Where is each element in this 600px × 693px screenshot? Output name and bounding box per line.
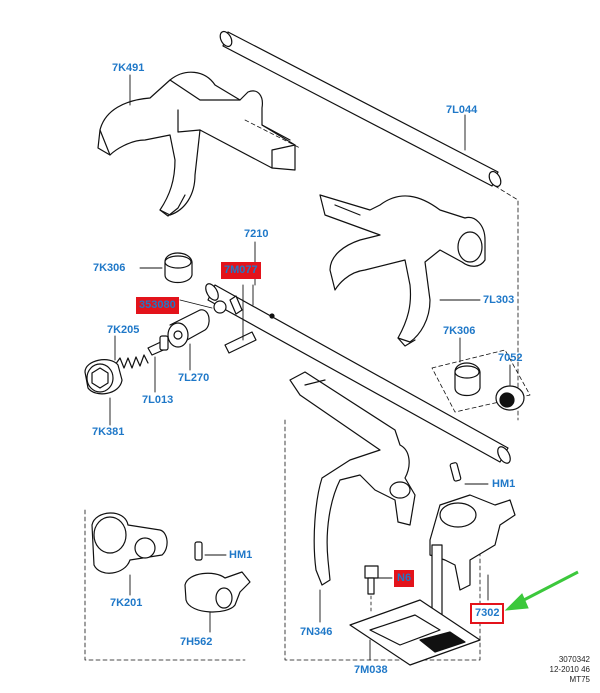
reference-number: 3070342 [558,655,590,664]
label-7052: 7052 [498,352,523,364]
label-7M038: 7M038 [354,664,388,676]
reference-date: 12-2010 46 [549,665,590,674]
label-7L013: 7L013 [142,394,174,406]
pin-HM1-right [449,462,462,482]
label-7K306-upper: 7K306 [93,262,126,274]
label-7N346: 7N346 [300,626,333,638]
selector-lever-7302 [429,494,516,616]
plunger-7L013 [147,335,169,356]
spring-7K205 [114,354,149,369]
selector-housing-7K201 [91,512,168,574]
pin-HM1-left [194,541,203,561]
label-7K205: 7K205 [107,324,140,336]
bolt-N6 [364,565,379,595]
plug-7L270 [167,309,210,348]
label-7L303: 7L303 [483,294,515,306]
selector-finger-7H562 [184,571,251,613]
reference-block: 3070342 12-2010 46 MT75 [500,655,590,685]
label-353080: 353080 [136,297,179,314]
shift-fork-7L303 [319,194,486,347]
shift-fork-7K491 [97,71,296,217]
bushing-7K306-lower [454,362,481,397]
label-HM1-right: HM1 [492,478,516,490]
oil-seal-7052 [495,385,525,411]
bushing-7K306-upper [164,252,193,284]
label-7K491: 7K491 [112,62,145,74]
label-7K306-lower: 7K306 [443,325,476,337]
roll-pin-7M077 [224,331,257,354]
label-HM1-left: HM1 [229,549,253,561]
detent-ball-353080 [213,300,227,314]
label-7H562: 7H562 [180,636,213,648]
green-arrow [504,570,579,611]
label-N6: N6 [394,570,415,587]
selector-rod-7L044 [219,30,502,188]
shift-shaft-7210 [205,283,511,464]
label-7L044: 7L044 [446,104,478,116]
label-7K201: 7K201 [110,597,143,609]
gate-plate-7M038 [349,599,481,666]
label-7M077: 7M077 [221,262,261,279]
label-7210: 7210 [244,228,269,240]
cap-nut-7K381 [84,359,123,395]
shift-fork-7N346 [289,371,416,586]
label-7302: 7302 [470,603,505,624]
reference-model: MT75 [569,675,590,684]
label-7K381: 7K381 [92,426,125,438]
label-7L270: 7L270 [178,372,210,384]
